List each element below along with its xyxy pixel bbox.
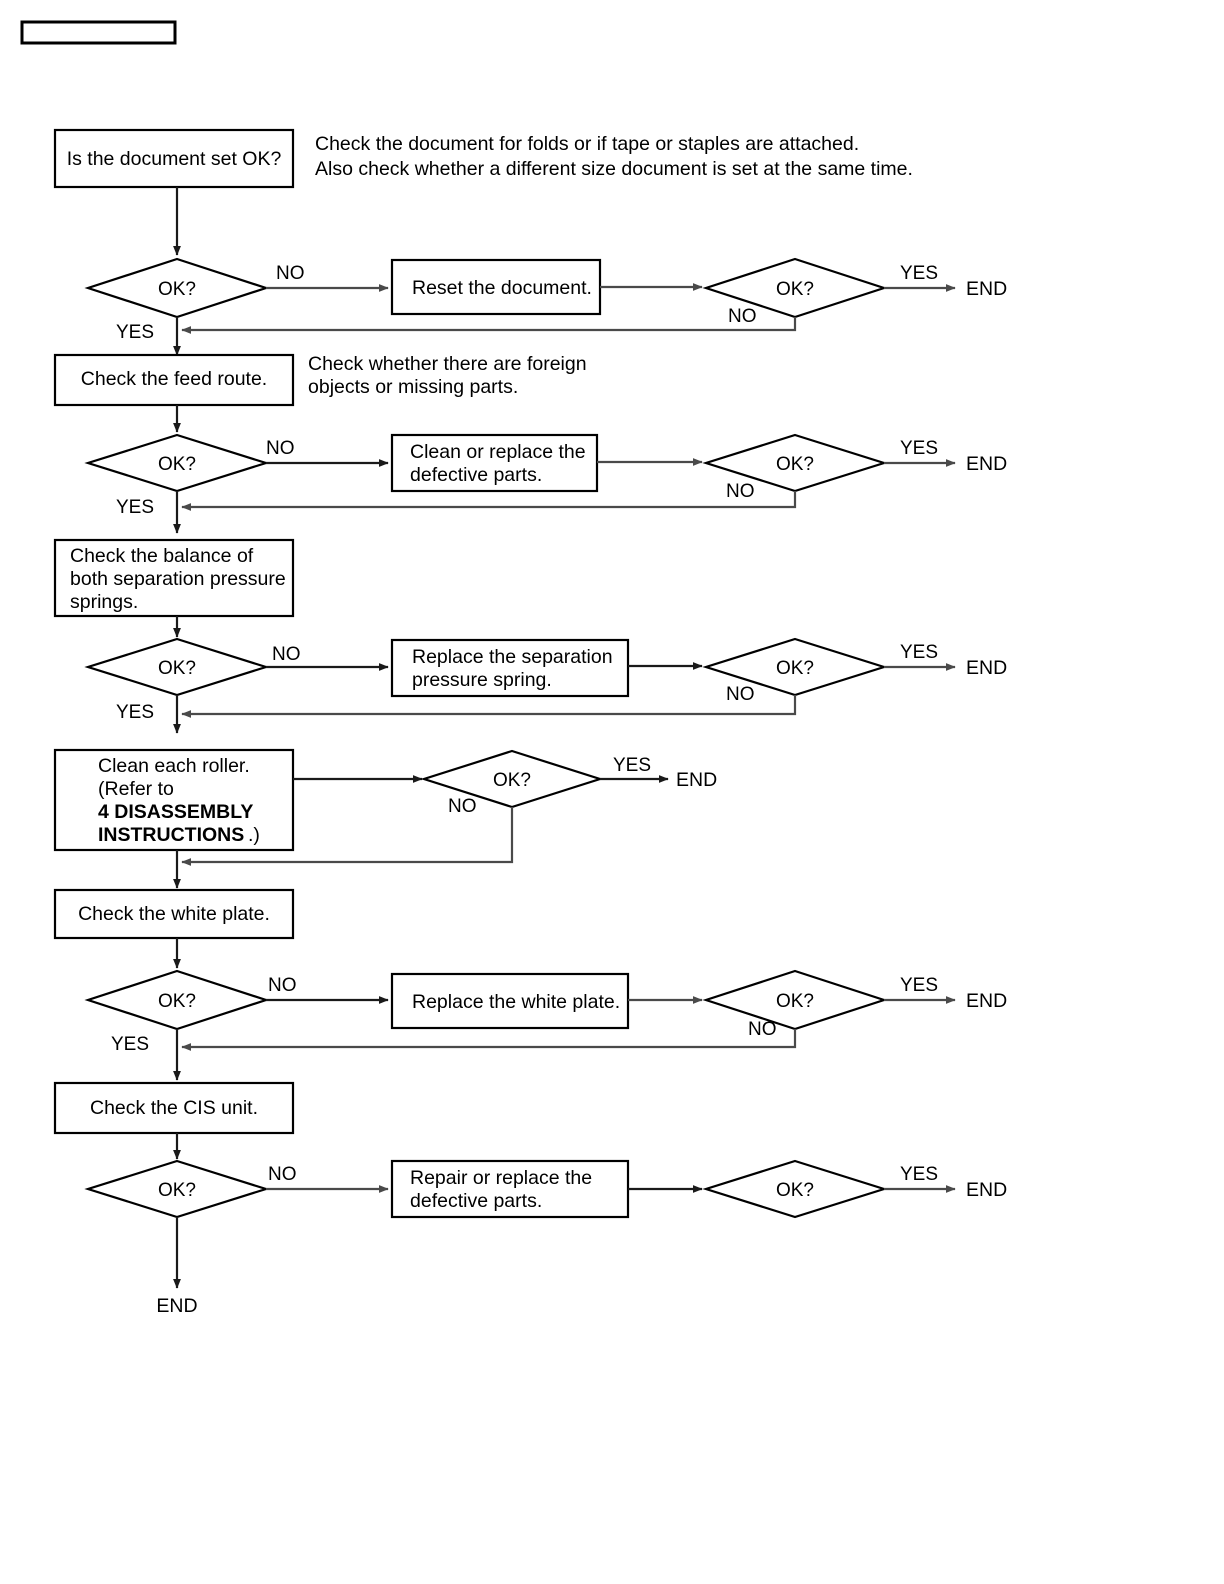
edge-label-1b-no: NO — [728, 306, 757, 327]
node-repair-replace-line2: defective parts. — [410, 1190, 542, 1212]
node-check-document-set — [53, 128, 295, 189]
edge-label-3b-yes: YES — [900, 642, 938, 663]
edge-decision4-no-loopback — [181, 807, 514, 866]
decision-1b-ok-label: OK? — [776, 279, 814, 300]
edge-label-5b-yes: YES — [900, 975, 938, 996]
edge-label-3b-no: NO — [726, 684, 755, 705]
node-replace-separation-spring — [390, 638, 630, 698]
node-clean-roller-line4: INSTRUCTIONS — [98, 824, 244, 846]
edge-decision3b-no-loopback — [181, 695, 797, 718]
node-check-document-set-label: Is the document set OK? — [67, 148, 282, 170]
edge-label-6-no: NO — [268, 1164, 297, 1185]
edge-decision1b-no-loopback — [181, 317, 797, 334]
decision-4-ok-label: OK? — [493, 770, 531, 791]
edge-label-4-no: NO — [448, 796, 477, 817]
node-replace-white-plate-label: Replace the white plate. — [412, 991, 620, 1013]
edge-label-2b-yes: YES — [900, 438, 938, 459]
decision-5-ok-label: OK? — [158, 991, 196, 1012]
node-check-feed-route — [53, 353, 295, 407]
edge-label-3-yes: YES — [116, 702, 154, 723]
decision-2-ok-label: OK? — [158, 454, 196, 475]
node-clean-replace-line1: Clean or replace the — [410, 441, 586, 463]
edge-label-5-yes: YES — [111, 1034, 149, 1055]
terminator-end-1: END — [966, 278, 1007, 300]
terminator-end-2: END — [966, 453, 1007, 475]
node-check-cis-unit — [53, 1081, 295, 1135]
terminator-end-4: END — [676, 769, 717, 791]
decision-6b-ok — [702, 1159, 888, 1219]
note-document-line2: Also check whether a different size docu… — [315, 158, 913, 180]
decision-1-ok-label: OK? — [158, 279, 196, 300]
edge-label-2-no: NO — [266, 438, 295, 459]
terminator-end-5: END — [966, 990, 1007, 1012]
edge-label-5-no: NO — [268, 975, 297, 996]
node-check-separation-springs — [53, 538, 295, 618]
decision-2b-ok-label: OK? — [776, 454, 814, 475]
edge-label-5b-no: NO — [748, 1019, 777, 1040]
decision-6-ok-label: OK? — [158, 1180, 196, 1201]
node-check-springs-line3: springs. — [70, 591, 138, 613]
edge-label-2b-no: NO — [726, 481, 755, 502]
node-clean-replace-line2: defective parts. — [410, 464, 542, 486]
decision-5b-ok-label: OK? — [776, 991, 814, 1012]
edge-label-6b-yes: YES — [900, 1164, 938, 1185]
node-clean-roller-line4-tail: .) — [248, 824, 260, 846]
node-clean-each-roller — [53, 748, 295, 852]
node-check-white-plate-label: Check the white plate. — [78, 903, 270, 925]
node-check-white-plate — [53, 888, 295, 940]
note-feed-route-line2: objects or missing parts. — [308, 376, 518, 398]
terminator-end-3: END — [966, 657, 1007, 679]
edge-label-4-yes: YES — [613, 755, 651, 776]
node-repair-replace-defective-parts — [390, 1159, 630, 1219]
note-feed-route-line1: Check whether there are foreign — [308, 353, 587, 375]
node-clean-roller-line2: (Refer to — [98, 778, 174, 800]
node-replace-spring-line2: pressure spring. — [412, 669, 552, 691]
node-replace-white-plate — [390, 972, 630, 1030]
edge-label-1b-yes: YES — [900, 263, 938, 284]
edge-label-3-no: NO — [272, 644, 301, 665]
node-repair-replace-line1: Repair or replace the — [410, 1167, 592, 1189]
edge-decision2b-no-loopback — [181, 491, 797, 511]
decision-3b-ok-label: OK? — [776, 658, 814, 679]
edge-decision5b-no-loopback — [181, 1029, 797, 1051]
edge-label-1-no: NO — [276, 263, 305, 284]
node-clean-roller-line3: 4 DISASSEMBLY — [98, 801, 253, 823]
decision-6b-ok-label: OK? — [776, 1180, 814, 1201]
decision-3-ok-label: OK? — [158, 658, 196, 679]
note-document-line1: Check the document for folds or if tape … — [315, 133, 859, 155]
node-check-springs-line1: Check the balance of — [70, 545, 254, 567]
terminator-final-end: END — [156, 1295, 197, 1317]
node-check-cis-unit-label: Check the CIS unit. — [90, 1097, 258, 1119]
edge-label-1-yes: YES — [116, 322, 154, 343]
node-replace-spring-line1: Replace the separation — [412, 646, 613, 668]
terminator-end-6: END — [966, 1179, 1007, 1201]
node-check-feed-route-label: Check the feed route. — [81, 368, 267, 390]
node-clean-roller-line1: Clean each roller. — [98, 755, 250, 777]
node-check-springs-line2: both separation pressure — [70, 568, 286, 590]
header-bar — [20, 20, 177, 45]
node-reset-document-label: Reset the document. — [412, 277, 592, 299]
edge-label-2-yes: YES — [116, 497, 154, 518]
